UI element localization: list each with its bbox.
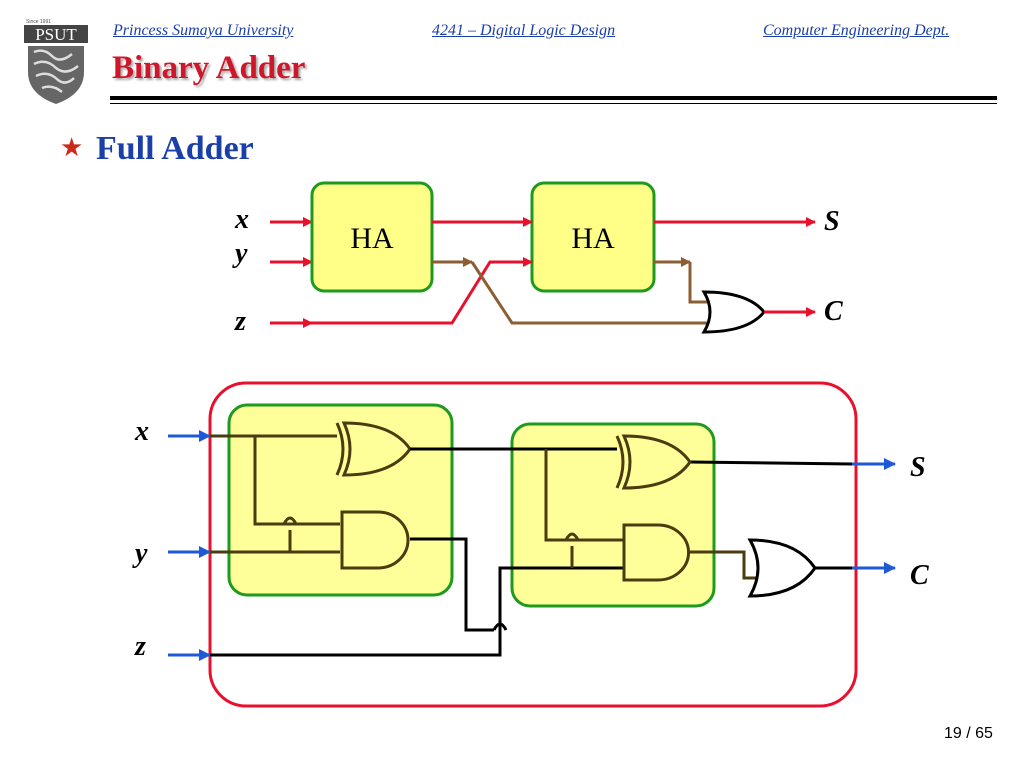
gate-output-c: C — [910, 560, 929, 591]
wire-hop-1 — [282, 516, 298, 525]
half-adder-label-1: HA — [350, 222, 394, 255]
slide-title: Binary Adder — [112, 50, 306, 86]
block-output-s: S — [824, 206, 840, 237]
half-adder-group-2 — [510, 422, 716, 608]
gate-input-y: y — [132, 538, 148, 569]
wire-s — [689, 460, 853, 466]
page-number: 19 / 65 — [944, 725, 993, 742]
xor-gate-2 — [615, 434, 692, 490]
gate-diagram: x y z S C — [132, 381, 929, 708]
block-output-c: C — [824, 296, 843, 327]
and-gate-2 — [622, 523, 690, 582]
star-bullet-icon: ★ — [60, 133, 84, 163]
or-gate-1 — [747, 538, 817, 598]
wire-ha2-a-branch — [544, 449, 624, 542]
wire-ha2-carry-out — [690, 550, 757, 580]
header-rule-thin — [110, 103, 997, 104]
psut-logo: Since 1991 PSUT — [22, 14, 92, 106]
header-course: 4241 – Digital Logic Design — [432, 22, 616, 39]
block-input-x: x — [234, 204, 249, 235]
wire-x-branch — [253, 436, 340, 526]
gate-output-s: S — [910, 452, 926, 483]
half-adder-block-2 — [530, 181, 656, 293]
gate-input-z: z — [134, 631, 146, 662]
block-diagram: x y z S C HA HA — [232, 181, 843, 337]
header-rule — [110, 96, 997, 100]
gate-input-x: x — [134, 416, 149, 447]
header-department: Computer Engineering Dept. — [763, 22, 950, 39]
full-adder-outline — [208, 381, 858, 708]
wire-ha1-carry-out — [410, 537, 494, 632]
wire-ha1-carry-cross — [470, 261, 708, 325]
and-gate-1 — [340, 510, 410, 570]
wire-z — [210, 566, 624, 657]
xor-gate-1 — [335, 421, 412, 477]
block-input-z: z — [234, 306, 246, 337]
half-adder-block-1 — [310, 181, 434, 293]
half-adder-label-2: HA — [571, 222, 615, 255]
slide-subtitle: Full Adder — [96, 130, 254, 167]
logo-text: PSUT — [35, 25, 77, 44]
logo-since-text: Since 1991 — [26, 19, 51, 25]
header-university: Princess Sumaya University — [113, 22, 294, 39]
wire-hop-3 — [564, 532, 580, 541]
or-gate-block — [701, 290, 766, 334]
wire-z-cross — [312, 257, 533, 325]
wire-ha2-carry-down — [688, 262, 708, 304]
block-input-y: y — [232, 238, 248, 269]
